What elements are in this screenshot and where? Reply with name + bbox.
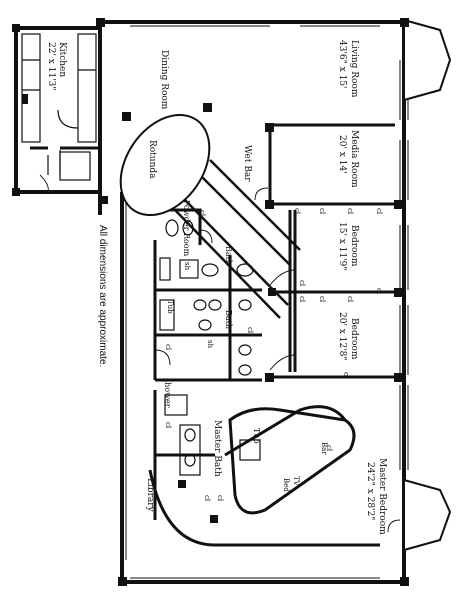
- curved-walls: [148, 405, 380, 547]
- closet-label: cl: [198, 210, 206, 217]
- tub-label: Tub: [166, 300, 174, 314]
- label-bedroom2-dims: 20' x 12'8": [337, 312, 347, 361]
- closet-label: cl: [375, 288, 383, 295]
- dimensions-note: All dimensions are approximate.: [97, 225, 108, 367]
- closet-label: cl: [164, 344, 172, 351]
- closet-label: cl: [246, 327, 254, 334]
- label-bath1: Bath: [224, 246, 233, 265]
- label-rotunda: Rotunda: [147, 140, 157, 179]
- closet-label: cl: [318, 296, 326, 303]
- bed-label: Bed: [282, 478, 290, 492]
- closet-label: cl: [342, 372, 350, 379]
- label-media-dims: 20' x 14': [337, 135, 347, 174]
- label-bath2: Bath: [224, 310, 233, 329]
- rotunda: [119, 113, 211, 217]
- label-living: Living Room: [349, 40, 359, 98]
- label-master-bedroom: Master Bedroom: [377, 458, 387, 535]
- windows: [125, 25, 409, 579]
- label-dining: Dining Room: [159, 50, 169, 110]
- label-wet-bar: Wet Bar: [242, 145, 252, 182]
- shower-short-label: sh: [206, 340, 214, 349]
- kitchen-counters: [21, 33, 97, 181]
- shower-short-label: sh: [183, 262, 191, 271]
- label-kitchen: Kitchen: [57, 42, 67, 77]
- label-bedroom2: Bedroom: [349, 318, 359, 360]
- closet-label: cl: [164, 422, 172, 429]
- label-living-dims: 43'6" x 15': [337, 40, 347, 89]
- closet-label: cl: [325, 445, 333, 452]
- label-bedroom1-dims: 15' x 11'9": [337, 222, 347, 271]
- door-swings: [39, 174, 401, 533]
- closet-label: cl: [346, 208, 354, 215]
- tv-label: TV: [292, 476, 300, 487]
- label-library: Library: [145, 478, 155, 513]
- label-master-bedroom-dims: 24'2" x 28'2": [365, 462, 375, 520]
- closet-label: cl: [318, 208, 326, 215]
- bath-fixtures: [159, 219, 261, 476]
- closet-label: cl: [298, 296, 306, 303]
- columns: [12, 18, 409, 586]
- closet-label: cl: [375, 208, 383, 215]
- closet-label: cl: [298, 280, 306, 287]
- closet-label: cl: [346, 296, 354, 303]
- label-tub: Tub: [252, 428, 261, 444]
- closet-label: cl: [293, 208, 301, 215]
- bar-label: Bar: [320, 442, 328, 455]
- closet-label: cl: [216, 495, 224, 502]
- label-powder: Powder Room: [182, 200, 191, 257]
- fixture-labels: cl cl cl cl cl cl cl cl cl cl cl cl cl c…: [164, 208, 383, 502]
- label-shower: shower: [163, 378, 172, 408]
- label-media: Media Room: [349, 130, 359, 188]
- label-bedroom1: Bedroom: [349, 225, 359, 267]
- label-master-bath: Master Bath: [212, 420, 222, 477]
- closet-label: cl: [203, 495, 211, 502]
- bay-windows: [403, 18, 452, 552]
- label-kitchen-dims: 22' x 11'3": [46, 42, 56, 91]
- room-labels: Kitchen 22' x 11'3" Dining Room Living R…: [46, 40, 387, 535]
